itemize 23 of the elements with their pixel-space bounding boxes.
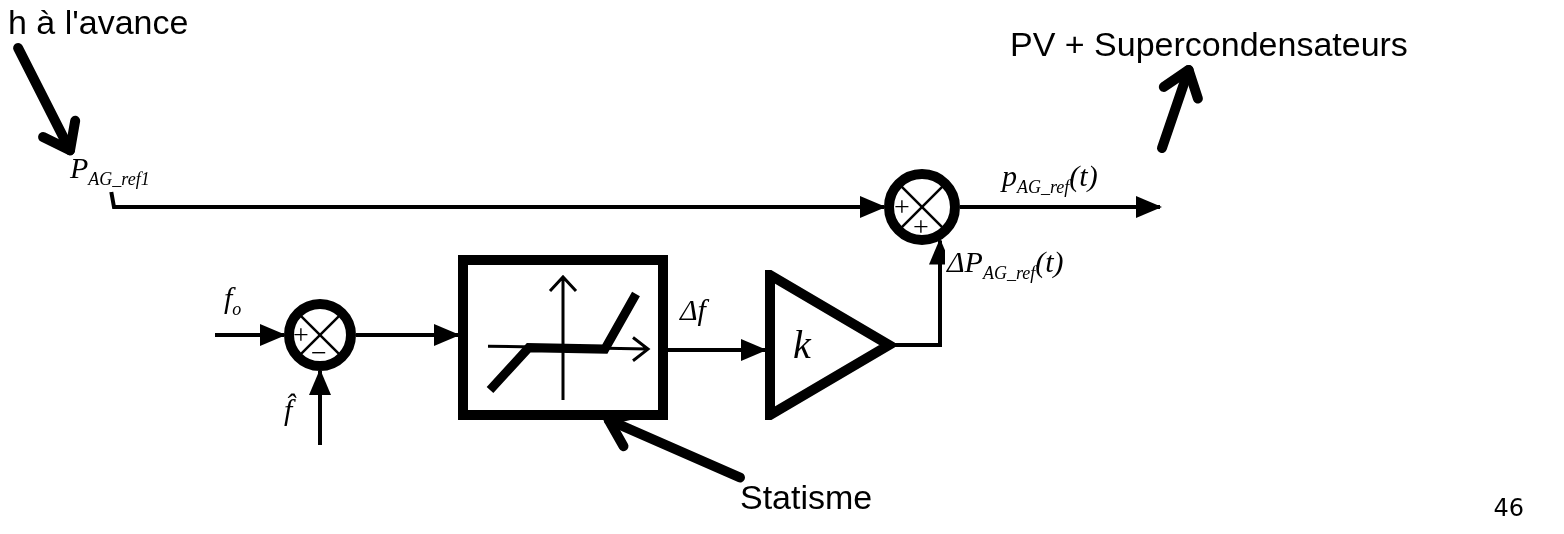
gain-label: k [793, 323, 811, 367]
signal-arrow [960, 196, 1162, 218]
signal-label: f̂ [282, 392, 295, 428]
callout-text: h à l'avance [8, 0, 228, 48]
sign-label: + [894, 193, 910, 221]
sign-label: + [913, 213, 929, 241]
signal-arrow [109, 191, 886, 218]
callout-arrow [1157, 65, 1203, 153]
summing-junction [884, 169, 960, 245]
callout-text: PV + Supercondensateurs [1010, 22, 1555, 70]
signal-arrow [356, 324, 460, 346]
callout-arrow [13, 43, 81, 156]
signal-arrow [215, 324, 286, 346]
dead-zone-block [458, 255, 668, 420]
page-number: 46 [1493, 494, 1524, 522]
gain-block [765, 270, 895, 420]
signal-label: P$_{AG_ref1}$ [70, 150, 240, 192]
sign-label: + [293, 321, 309, 349]
callout-text: Statisme [740, 475, 900, 523]
signal-arrow [309, 369, 331, 445]
signal-arrow [668, 339, 767, 361]
sign-label: − [311, 339, 327, 367]
summing-junction [284, 299, 356, 371]
